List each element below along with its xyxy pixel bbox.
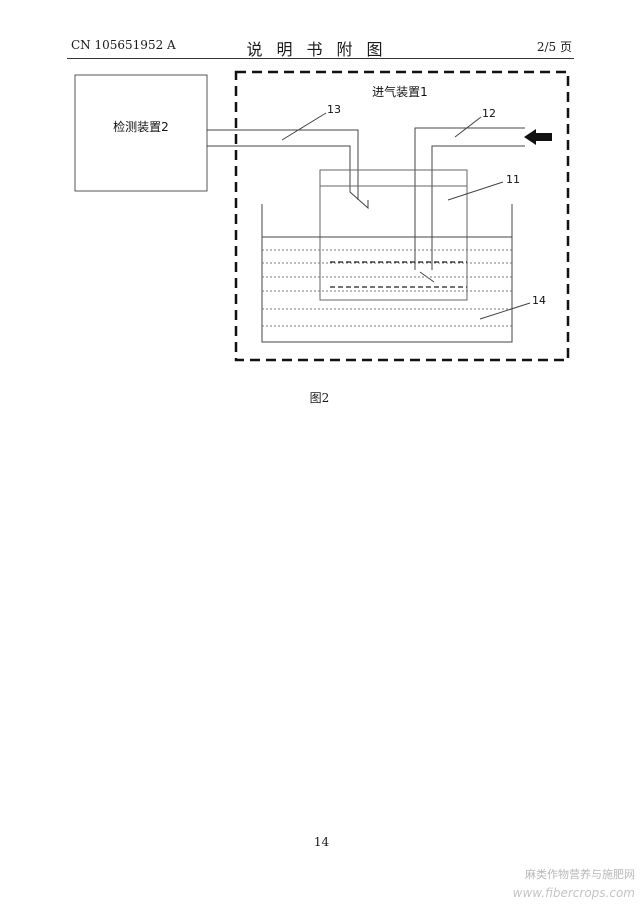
watermark-url: www.fibercrops.com [512,886,635,900]
ref-13: 13 [327,103,341,116]
pipe-12-inner [431,145,525,270]
pipe-13-inner [207,145,369,210]
pipe-12-outer [414,127,525,270]
figure-caption-text: 图2 [309,391,330,405]
leader-12 [454,116,482,138]
section-title: 说明书附图 [246,40,397,59]
detection-device-label: 检测装置2 [113,119,169,134]
leader-13 [281,112,327,141]
page-number: 14 [313,835,330,849]
publication-number: CN 105651952 A [71,38,176,52]
page-of: 2/5 页 [536,40,572,54]
figure-caption: 图2 [0,389,643,406]
pipe-13-outer [207,129,359,200]
leader-14 [479,302,531,320]
leader-11 [447,181,504,201]
detection-device-box [74,74,208,192]
inflow-arrow-icon [524,129,552,145]
intake-device-label: 进气装置1 [372,84,428,99]
watermark-title: 麻类作物营养与施肥网 [525,868,635,881]
chamber-11 [319,169,468,301]
intake-device-region [234,70,570,362]
ref-12: 12 [482,107,496,120]
ref-11: 11 [506,173,520,186]
container-14 [261,204,513,343]
header-rule [67,58,574,59]
ref-14: 14 [532,294,546,307]
